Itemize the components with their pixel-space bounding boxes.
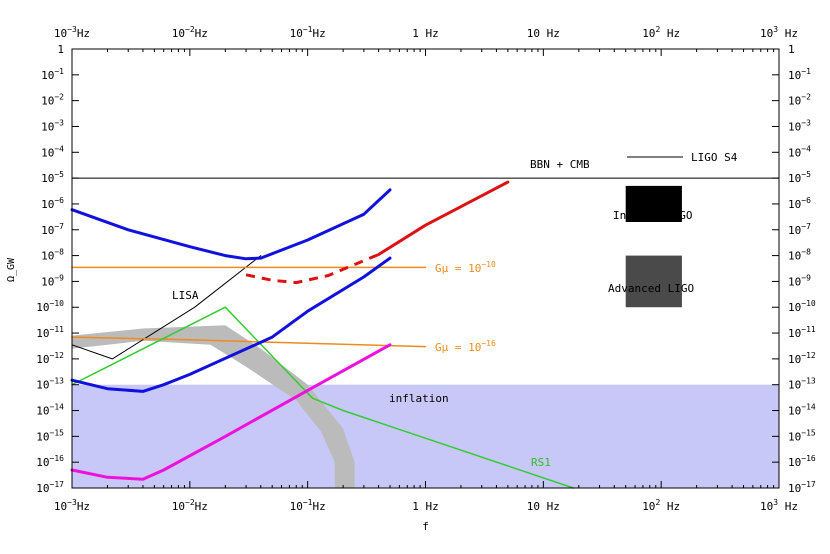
y-tick-label-right-5: 10−5 <box>788 170 811 185</box>
y-tick-label-left-1: 10−1 <box>41 67 64 82</box>
annotation-initial-ligo: Initial LIGO <box>613 209 692 222</box>
x-tick-label-top-4: 10 Hz <box>527 27 560 40</box>
y-tick-label-right-8: 10−8 <box>788 248 811 263</box>
series-lower-blue <box>70 256 392 393</box>
y-tick-label-left-7: 10−7 <box>41 222 64 237</box>
band-layer <box>72 325 355 488</box>
y-tick-label-left-11: 10−11 <box>36 325 64 340</box>
region-inflation <box>72 384 779 488</box>
series-layer <box>70 156 779 489</box>
cosmic-strings-band <box>72 325 355 488</box>
y-tick-label-left-6: 10−6 <box>41 196 64 211</box>
y-tick-label-left-0: 1 <box>57 43 64 56</box>
x-tick-label-bottom-2: 10−1Hz <box>290 498 326 513</box>
y-tick-label-left-14: 10−14 <box>36 403 64 418</box>
annotation-g-10-10: Gμ = 10−10 <box>435 260 496 275</box>
y-tick-label-right-15: 10−15 <box>788 428 816 443</box>
annotation-g-10-16: Gμ = 10−16 <box>435 339 496 354</box>
legend-label-ligo-s4: LIGO S4 <box>691 151 738 164</box>
x-tick-label-bottom-4: 10 Hz <box>527 500 560 513</box>
y-tick-label-left-15: 10−15 <box>36 428 64 443</box>
y-tick-label-left-2: 10−2 <box>41 93 64 108</box>
annotation-rs1: RS1 <box>531 456 551 469</box>
y-tick-label-left-3: 10−3 <box>41 118 64 133</box>
regions-layer <box>72 185 779 488</box>
y-tick-label-right-14: 10−14 <box>788 403 816 418</box>
ticks-layer <box>71 48 780 489</box>
y-tick-label-right-11: 10−11 <box>788 325 816 340</box>
y-tick-label-right-9: 10−9 <box>788 273 811 288</box>
y-tick-label-right-6: 10−6 <box>788 196 811 211</box>
series-lisa <box>71 255 262 360</box>
y-tick-label-left-16: 10−16 <box>36 454 64 469</box>
series-g-10-16 <box>71 336 427 348</box>
x-tick-label-top-1: 10−2Hz <box>172 25 208 40</box>
y-tick-label-left-9: 10−9 <box>41 273 64 288</box>
x-tick-label-bottom-1: 10−2Hz <box>172 498 208 513</box>
series-red-dashed <box>245 253 380 285</box>
y-tick-label-left-4: 10−4 <box>41 144 64 159</box>
y-tick-label-right-1: 10−1 <box>788 67 811 82</box>
x-axis-label: f <box>422 520 429 533</box>
x-tick-label-top-2: 10−1Hz <box>290 25 326 40</box>
y-tick-label-left-17: 10−17 <box>36 480 64 495</box>
y-tick-label-right-17: 10−17 <box>788 480 816 495</box>
y-tick-label-right-3: 10−3 <box>788 118 811 133</box>
annotation-advanced-ligo: Advanced LIGO <box>608 282 694 295</box>
y-tick-label-left-10: 10−10 <box>36 299 64 314</box>
y-tick-label-right-12: 10−12 <box>788 351 816 366</box>
x-tick-label-top-3: 1 Hz <box>412 27 439 40</box>
y-tick-label-left-8: 10−8 <box>41 248 64 263</box>
x-tick-label-bottom-0: 10−3Hz <box>54 498 90 513</box>
y-tick-label-left-12: 10−12 <box>36 351 64 366</box>
y-tick-label-right-16: 10−16 <box>788 454 816 469</box>
labels-layer: LIGO S4 10−3Hz 10−3Hz 10−2Hz 10−2Hz 10−1Hz 10−… <box>36 25 816 513</box>
y-tick-label-right-0: 1 <box>788 43 795 56</box>
y-tick-label-right-7: 10−7 <box>788 222 811 237</box>
series-upper-blue <box>70 188 392 261</box>
x-tick-label-top-6: 103 Hz <box>760 25 798 40</box>
region-advanced-ligo <box>625 255 682 308</box>
y-axis-label: Ω_GW <box>6 257 17 282</box>
y-tick-label-right-13: 10−13 <box>788 377 816 392</box>
annotation-bbn-cmb: BBN + CMB <box>530 158 590 171</box>
series-rs1 <box>71 306 575 489</box>
series-magenta <box>70 343 392 481</box>
x-tick-label-bottom-3: 1 Hz <box>412 500 439 513</box>
annotation-lisa: LISA <box>172 289 199 302</box>
x-tick-label-bottom-6: 103 Hz <box>760 498 798 513</box>
region-initial-ligo <box>625 185 682 222</box>
y-tick-label-right-4: 10−4 <box>788 144 811 159</box>
y-tick-label-left-5: 10−5 <box>41 170 64 185</box>
y-tick-label-left-13: 10−13 <box>36 377 64 392</box>
series-red-solid <box>377 180 510 256</box>
x-tick-label-top-5: 102 Hz <box>642 25 680 40</box>
x-tick-label-top-0: 10−3Hz <box>54 25 90 40</box>
x-tick-label-bottom-5: 102 Hz <box>642 498 680 513</box>
y-tick-label-right-10: 10−10 <box>788 299 816 314</box>
y-tick-label-right-2: 10−2 <box>788 93 811 108</box>
annotation-inflation: inflation <box>389 392 449 405</box>
